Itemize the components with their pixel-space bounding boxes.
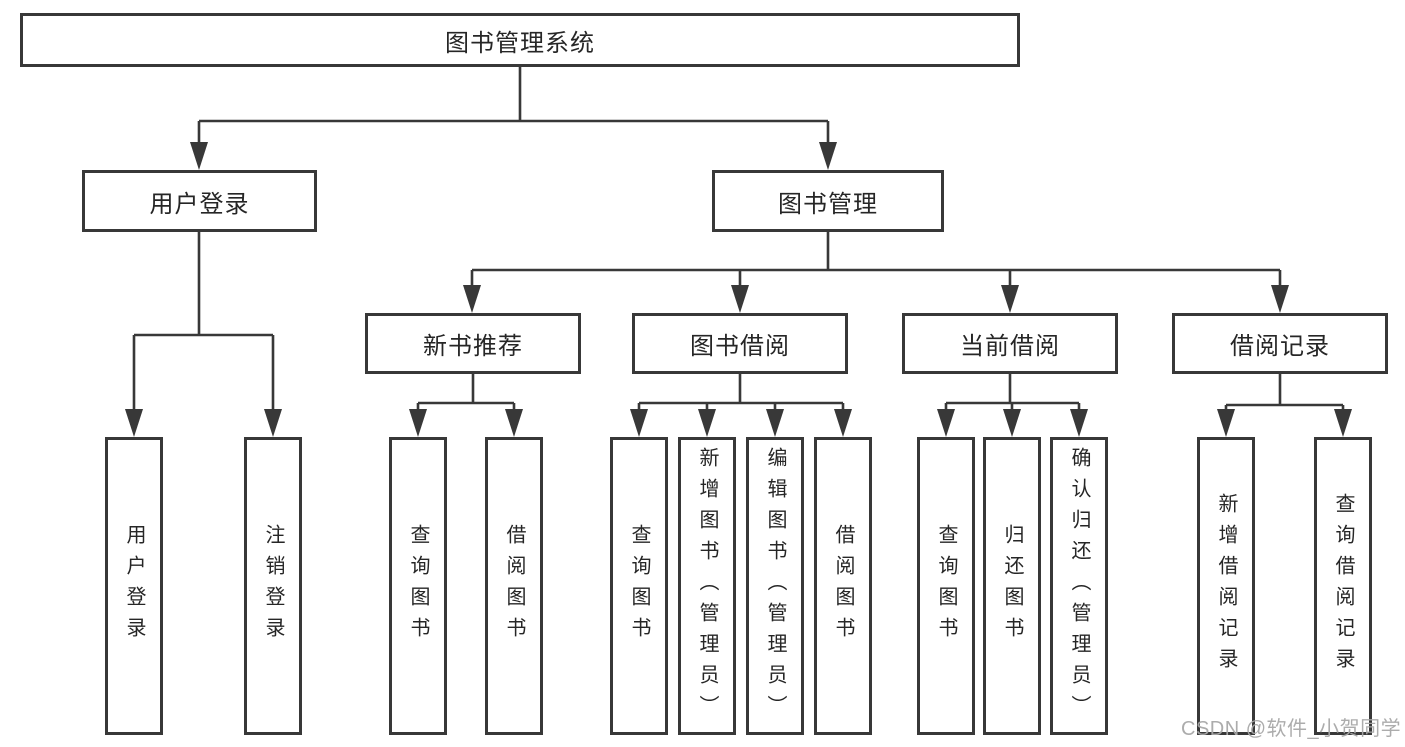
arrowhead-icons [125, 142, 1352, 437]
leaf-confirm-return-admin: 确认归还（管理员） [1050, 437, 1108, 735]
node-borrowing-records: 借阅记录 [1172, 313, 1388, 374]
leaf-borrow-books: 借阅图书 [814, 437, 872, 735]
leaf-search-books-borrowing: 查询图书 [610, 437, 668, 735]
arrow-down-icon [731, 285, 749, 313]
leaf-borrow-books-recommend: 借阅图书 [485, 437, 543, 735]
arrow-down-icon [630, 409, 648, 437]
leaf-search-books-current: 查询图书 [917, 437, 975, 735]
leaf-search-borrow-record: 查询借阅记录 [1314, 437, 1372, 735]
arrow-down-icon [1070, 409, 1088, 437]
arrow-down-icon [1271, 285, 1289, 313]
arrow-down-icon [264, 409, 282, 437]
node-book-management: 图书管理 [712, 170, 944, 232]
arrow-down-icon [505, 409, 523, 437]
arrow-down-icon [1003, 409, 1021, 437]
leaf-user-login: 用户登录 [105, 437, 163, 735]
arrow-down-icon [1001, 285, 1019, 313]
arrow-down-icon [766, 409, 784, 437]
leaf-add-books-admin: 新增图书（管理员） [678, 437, 736, 735]
leaf-edit-books-admin: 编辑图书（管理员） [746, 437, 804, 735]
arrow-down-icon [1217, 409, 1235, 437]
node-book-borrowing: 图书借阅 [632, 313, 848, 374]
node-current-borrowing: 当前借阅 [902, 313, 1118, 374]
arrow-down-icon [819, 142, 837, 170]
arrow-down-icon [937, 409, 955, 437]
arrow-down-icon [409, 409, 427, 437]
leaf-logout: 注销登录 [244, 437, 302, 735]
arrow-down-icon [1334, 409, 1352, 437]
arrow-down-icon [463, 285, 481, 313]
leaf-return-books: 归还图书 [983, 437, 1041, 735]
node-library-management-system: 图书管理系统 [20, 13, 1020, 67]
csdn-watermark: CSDN @软件_小贺同学 [1181, 718, 1402, 740]
arrow-down-icon [834, 409, 852, 437]
node-new-book-recommendation: 新书推荐 [365, 313, 581, 374]
arrow-down-icon [190, 142, 208, 170]
arrow-down-icon [125, 409, 143, 437]
node-user-login: 用户登录 [82, 170, 317, 232]
arrow-down-icon [698, 409, 716, 437]
tree-edges [132, 67, 1345, 413]
leaf-add-borrow-record: 新增借阅记录 [1197, 437, 1255, 735]
leaf-search-books-recommend: 查询图书 [389, 437, 447, 735]
